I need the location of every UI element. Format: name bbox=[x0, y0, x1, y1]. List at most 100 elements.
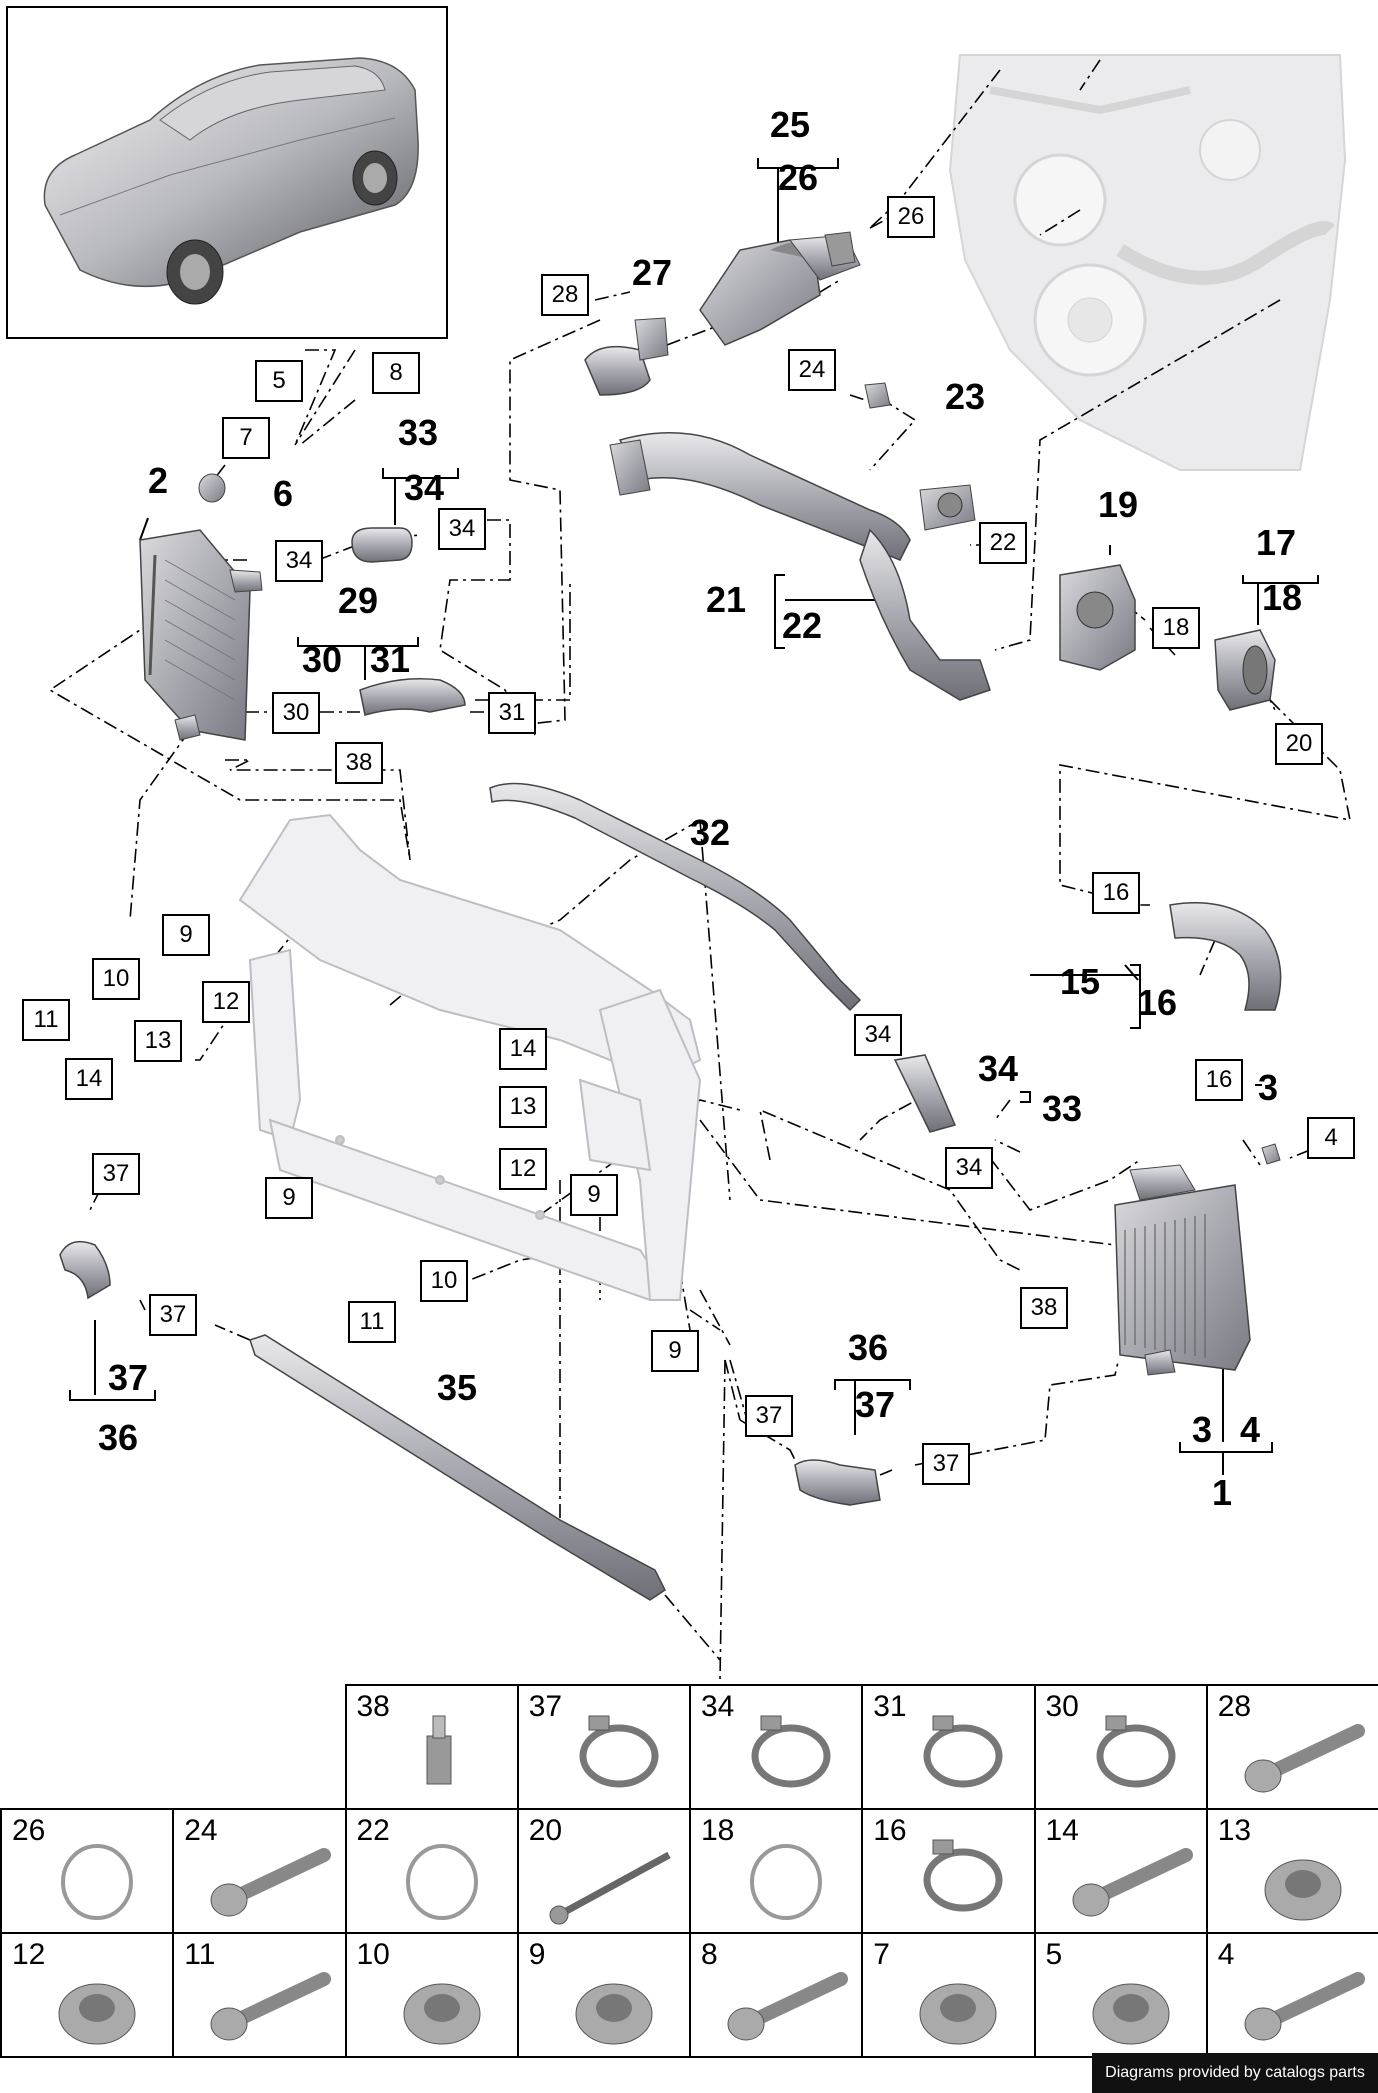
parts-table-cell: 22 bbox=[344, 1808, 519, 1934]
callout-c30a: 30 bbox=[302, 639, 343, 680]
callout-c34c: 34 bbox=[438, 508, 486, 550]
parts-table-cell: 10 bbox=[344, 1932, 519, 2058]
callout-c13a: 13 bbox=[134, 1020, 182, 1062]
callout-c32: 32 bbox=[690, 812, 731, 853]
callout-c16c: 16 bbox=[1195, 1059, 1243, 1101]
callout-c18a: 18 bbox=[1152, 607, 1200, 649]
elbow-hose-37-lower bbox=[794, 1459, 881, 1506]
part-number: 11 bbox=[184, 1938, 216, 1971]
callout-c37e: 37 bbox=[745, 1395, 793, 1437]
callout-c33b: 33 bbox=[1042, 1088, 1083, 1129]
parts-table-cell: 30 bbox=[1033, 1684, 1208, 1810]
part-icon bbox=[579, 1715, 659, 1788]
parts-table-cell: 7 bbox=[861, 1932, 1036, 2058]
callout-c24: 24 bbox=[788, 349, 836, 391]
parts-table-cell: 31 bbox=[861, 1684, 1036, 1810]
part-icon bbox=[210, 1848, 332, 1917]
parts-table-cell: 14 bbox=[1033, 1808, 1208, 1934]
callout-c4b: 4 bbox=[1240, 1409, 1261, 1450]
callout-c34a: 34 bbox=[404, 467, 445, 508]
vehicle-thumbnail bbox=[6, 6, 448, 339]
left-intercooler bbox=[139, 529, 263, 741]
part-icon bbox=[403, 1983, 480, 2045]
turbo-outlet-pipe bbox=[584, 231, 861, 396]
callout-c37a: 37 bbox=[92, 1153, 140, 1195]
callout-c38b: 38 bbox=[1020, 1287, 1068, 1329]
callout-c11a: 11 bbox=[22, 999, 70, 1041]
right-intercooler bbox=[1114, 1164, 1251, 1376]
part-number: 34 bbox=[701, 1690, 735, 1723]
part-number: 37 bbox=[528, 1690, 563, 1723]
part-number: 5 bbox=[1045, 1938, 1063, 1971]
callout-c22a: 22 bbox=[979, 522, 1027, 564]
parts-table-cell: 38 bbox=[344, 1684, 519, 1810]
part-number: 14 bbox=[1045, 1814, 1079, 1847]
callout-c17: 17 bbox=[1256, 522, 1297, 563]
engine-block bbox=[948, 54, 1347, 471]
callout-c26b: 26 bbox=[887, 196, 935, 238]
callout-c34f: 34 bbox=[945, 1147, 993, 1189]
part-number: 10 bbox=[356, 1938, 390, 1971]
callout-c33a: 33 bbox=[398, 412, 439, 453]
part-number: 4 bbox=[1217, 1938, 1235, 1971]
part-icon bbox=[919, 1983, 997, 2045]
part-icon bbox=[426, 1715, 451, 1785]
callout-c21: 21 bbox=[706, 579, 747, 620]
bracket-part bbox=[864, 382, 891, 409]
callout-c9a: 9 bbox=[162, 914, 210, 956]
callout-c35: 35 bbox=[437, 1367, 478, 1408]
part-icon bbox=[1244, 1724, 1365, 1793]
callout-c3a: 3 bbox=[1258, 1067, 1279, 1108]
parts-table-cell: 34 bbox=[689, 1684, 864, 1810]
callout-c12b: 12 bbox=[499, 1148, 547, 1190]
callout-c9b: 9 bbox=[570, 1174, 618, 1216]
part-icon bbox=[1244, 1972, 1365, 2041]
callout-c20: 20 bbox=[1275, 723, 1323, 765]
part-icon bbox=[1072, 1848, 1193, 1917]
callout-c28: 28 bbox=[541, 274, 589, 316]
callout-c38a: 38 bbox=[335, 742, 383, 784]
part-icon bbox=[58, 1983, 136, 2045]
part-number: 30 bbox=[1045, 1690, 1079, 1723]
part-number: 16 bbox=[873, 1814, 907, 1847]
part-number: 31 bbox=[873, 1690, 907, 1723]
parts-table-cell: 13 bbox=[1205, 1808, 1378, 1934]
callout-c7: 7 bbox=[222, 417, 270, 459]
part-number: 8 bbox=[701, 1938, 718, 1971]
pipe-35 bbox=[249, 1334, 666, 1601]
parts-table-cell: 37 bbox=[516, 1684, 691, 1810]
callout-c36a: 36 bbox=[98, 1417, 139, 1458]
callout-c14a: 14 bbox=[65, 1058, 113, 1100]
diagram-drawing bbox=[6, 6, 1352, 1680]
elbow-hose-37-left bbox=[59, 1240, 111, 1300]
part-number: 28 bbox=[1217, 1690, 1252, 1723]
part-icon bbox=[1092, 1983, 1169, 2045]
part-icon bbox=[210, 1972, 332, 2041]
part-icon bbox=[1096, 1715, 1175, 1788]
sensor-part-3 bbox=[1261, 1143, 1281, 1165]
callout-c9c: 9 bbox=[265, 1177, 313, 1219]
part-number: 18 bbox=[701, 1814, 735, 1847]
callout-c16a: 16 bbox=[1092, 872, 1140, 914]
pipe-32 bbox=[489, 782, 862, 1012]
part-icon bbox=[405, 1844, 478, 1920]
callout-c27: 27 bbox=[632, 252, 673, 293]
parts-table-cell: 8 bbox=[689, 1932, 864, 2058]
part-icon bbox=[923, 1715, 1003, 1788]
part-number: 26 bbox=[12, 1814, 46, 1847]
callout-c29: 29 bbox=[338, 580, 379, 621]
callout-c16b: 16 bbox=[1137, 982, 1178, 1023]
part-icon bbox=[61, 1844, 133, 1920]
parts-table-cell: 4 bbox=[1205, 1932, 1378, 2058]
elbow-hose-16 bbox=[1169, 902, 1282, 1011]
callout-c37d: 37 bbox=[855, 1384, 896, 1425]
hose-33-lower bbox=[893, 1054, 957, 1133]
part-number: 20 bbox=[528, 1814, 563, 1847]
callout-c31a: 31 bbox=[370, 639, 411, 680]
callout-c4a: 4 bbox=[1307, 1117, 1355, 1159]
parts-table-cell: 28 bbox=[1205, 1684, 1378, 1810]
callout-c8: 8 bbox=[372, 352, 420, 394]
callout-c23: 23 bbox=[945, 376, 986, 417]
callout-c15: 15 bbox=[1060, 961, 1101, 1002]
part-icon bbox=[575, 1983, 653, 2045]
